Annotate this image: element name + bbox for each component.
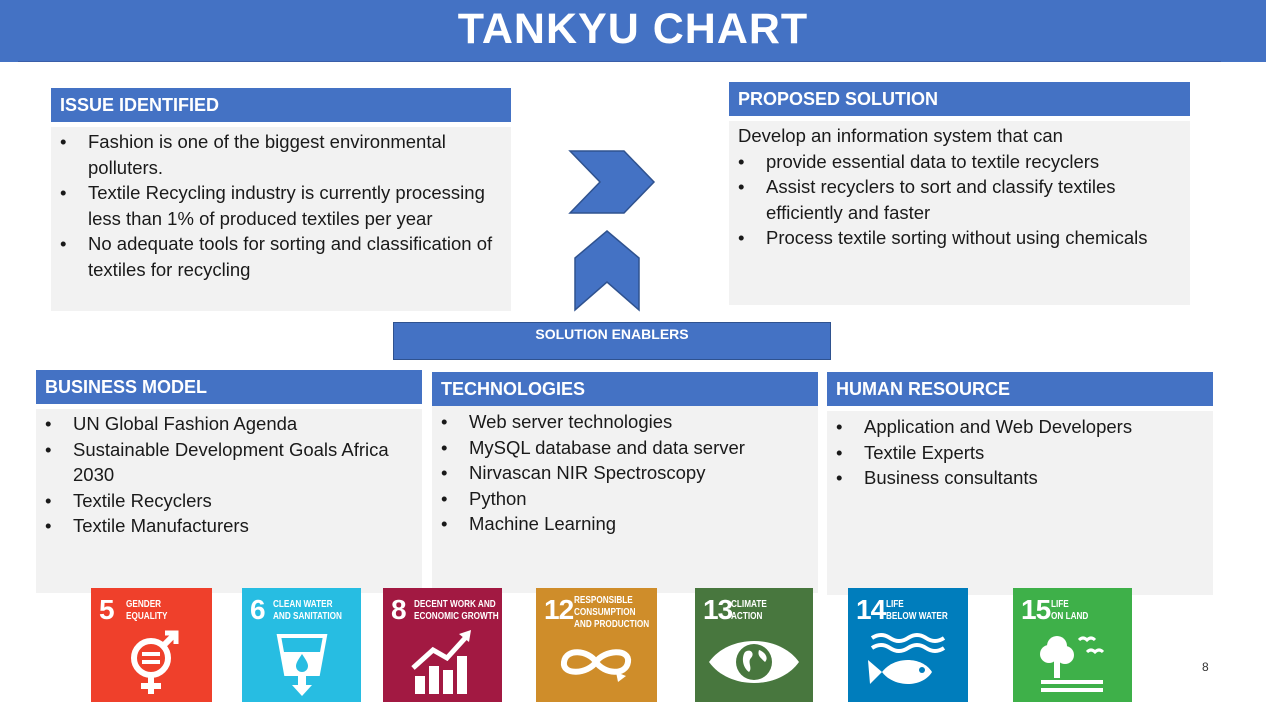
list-item: Business consultants — [827, 465, 1213, 491]
eye-globe-icon — [709, 641, 799, 683]
list-item: Fashion is one of the biggest environmen… — [51, 129, 511, 180]
list-item: Sustainable Development Goals Africa 203… — [36, 437, 422, 488]
list-item: Web server technologies — [432, 409, 818, 435]
solution-intro: Develop an information system that can — [738, 125, 1063, 146]
business-heading: BUSINESS MODEL — [36, 370, 422, 404]
list-item: MySQL database and data server — [432, 435, 818, 461]
sdg-label: ECONOMIC GROWTH — [414, 611, 499, 622]
sdg-label: DECENT WORK AND — [414, 599, 496, 610]
list-item: Application and Web Developers — [827, 414, 1213, 440]
sdg-label: GENDER — [126, 599, 162, 610]
tree-birds-icon — [1040, 636, 1105, 692]
sdg-number: 15 — [1021, 594, 1051, 625]
infinity-icon — [561, 649, 631, 682]
list-item: Process textile sorting without using ch… — [729, 225, 1190, 251]
sdg-label: RESPONSIBLE — [574, 595, 633, 606]
title-bar — [0, 0, 1266, 62]
sdg-label: AND SANITATION — [273, 611, 342, 622]
list-item: UN Global Fashion Agenda — [36, 411, 422, 437]
list-item: No adequate tools for sorting and classi… — [51, 231, 511, 282]
sdg-number: 13 — [703, 594, 733, 625]
list-item: Textile Experts — [827, 440, 1213, 466]
sdg-15-tile: 15 LIFE ON LAND — [1013, 588, 1132, 702]
solution-heading: PROPOSED SOLUTION — [729, 82, 1190, 116]
sdg-number: 5 — [99, 594, 115, 625]
sdg-5-tile: 5 GENDER EQUALITY — [91, 588, 212, 702]
list-item: Textile Recycling industry is currently … — [51, 180, 511, 231]
sdg-14-tile: 14 LIFE BELOW WATER — [848, 588, 968, 702]
sdg-number: 8 — [391, 594, 407, 625]
sdg-label: BELOW WATER — [886, 611, 948, 622]
human-resource-list: Application and Web Developers Textile E… — [827, 414, 1213, 491]
gender-equality-icon — [131, 630, 179, 694]
list-item: Textile Recyclers — [36, 488, 422, 514]
list-item: Nirvascan NIR Spectroscopy — [432, 460, 818, 486]
sdg-label: LIFE — [1051, 599, 1069, 610]
sdg-number: 12 — [544, 594, 574, 625]
list-item: provide essential data to textile recycl… — [729, 149, 1190, 175]
sdg-label: CONSUMPTION — [574, 607, 636, 618]
sdg-icons-row: 5 GENDER EQUALITY 6 CLEAN WATER AND SANI… — [0, 588, 1266, 702]
solution-enablers-label: SOLUTION ENABLERS — [393, 322, 831, 360]
business-panel: UN Global Fashion Agenda Sustainable Dev… — [36, 409, 422, 593]
sdg-6-tile: 6 CLEAN WATER AND SANITATION — [242, 588, 361, 702]
sdg-number: 14 — [856, 594, 886, 625]
solution-list: provide essential data to textile recycl… — [729, 149, 1190, 251]
up-chevron-arrow — [574, 230, 640, 312]
page-title: TANKYU CHART — [457, 5, 809, 53]
growth-chart-icon — [411, 630, 471, 694]
human-resource-heading: HUMAN RESOURCE — [827, 372, 1213, 406]
solution-panel: Develop an information system that can p… — [729, 121, 1190, 305]
list-item: Textile Manufacturers — [36, 513, 422, 539]
page-number: 8 — [1202, 660, 1209, 674]
list-item: Machine Learning — [432, 511, 818, 537]
list-item: Python — [432, 486, 818, 512]
fish-icon — [868, 633, 946, 684]
sdg-number: 6 — [250, 594, 266, 625]
right-chevron-arrow — [568, 150, 656, 214]
technologies-panel: Web server technologies MySQL database a… — [432, 406, 818, 593]
issue-list: Fashion is one of the biggest environmen… — [51, 129, 511, 283]
sdg-label: CLIMATE — [731, 599, 767, 610]
issue-heading: ISSUE IDENTIFIED — [51, 88, 511, 122]
sdg-label: ON LAND — [1051, 611, 1089, 622]
human-resource-panel: Application and Web Developers Textile E… — [827, 411, 1213, 595]
sdg-label: LIFE — [886, 599, 904, 610]
list-item: Assist recyclers to sort and classify te… — [729, 174, 1190, 225]
technologies-heading: TECHNOLOGIES — [432, 372, 818, 406]
sdg-label: EQUALITY — [126, 611, 168, 622]
sdg-8-tile: 8 DECENT WORK AND ECONOMIC GROWTH — [383, 588, 502, 702]
sdg-label: ACTION — [731, 611, 763, 622]
business-list: UN Global Fashion Agenda Sustainable Dev… — [36, 411, 422, 539]
sdg-label: AND PRODUCTION — [574, 619, 650, 630]
sdg-12-tile: 12 RESPONSIBLE CONSUMPTION AND PRODUCTIO… — [536, 588, 657, 702]
issue-panel: Fashion is one of the biggest environmen… — [51, 127, 511, 311]
sdg-label: CLEAN WATER — [273, 599, 333, 610]
sdg-13-tile: 13 CLIMATE ACTION — [695, 588, 813, 702]
water-glass-icon — [276, 634, 328, 696]
technologies-list: Web server technologies MySQL database a… — [432, 409, 818, 537]
